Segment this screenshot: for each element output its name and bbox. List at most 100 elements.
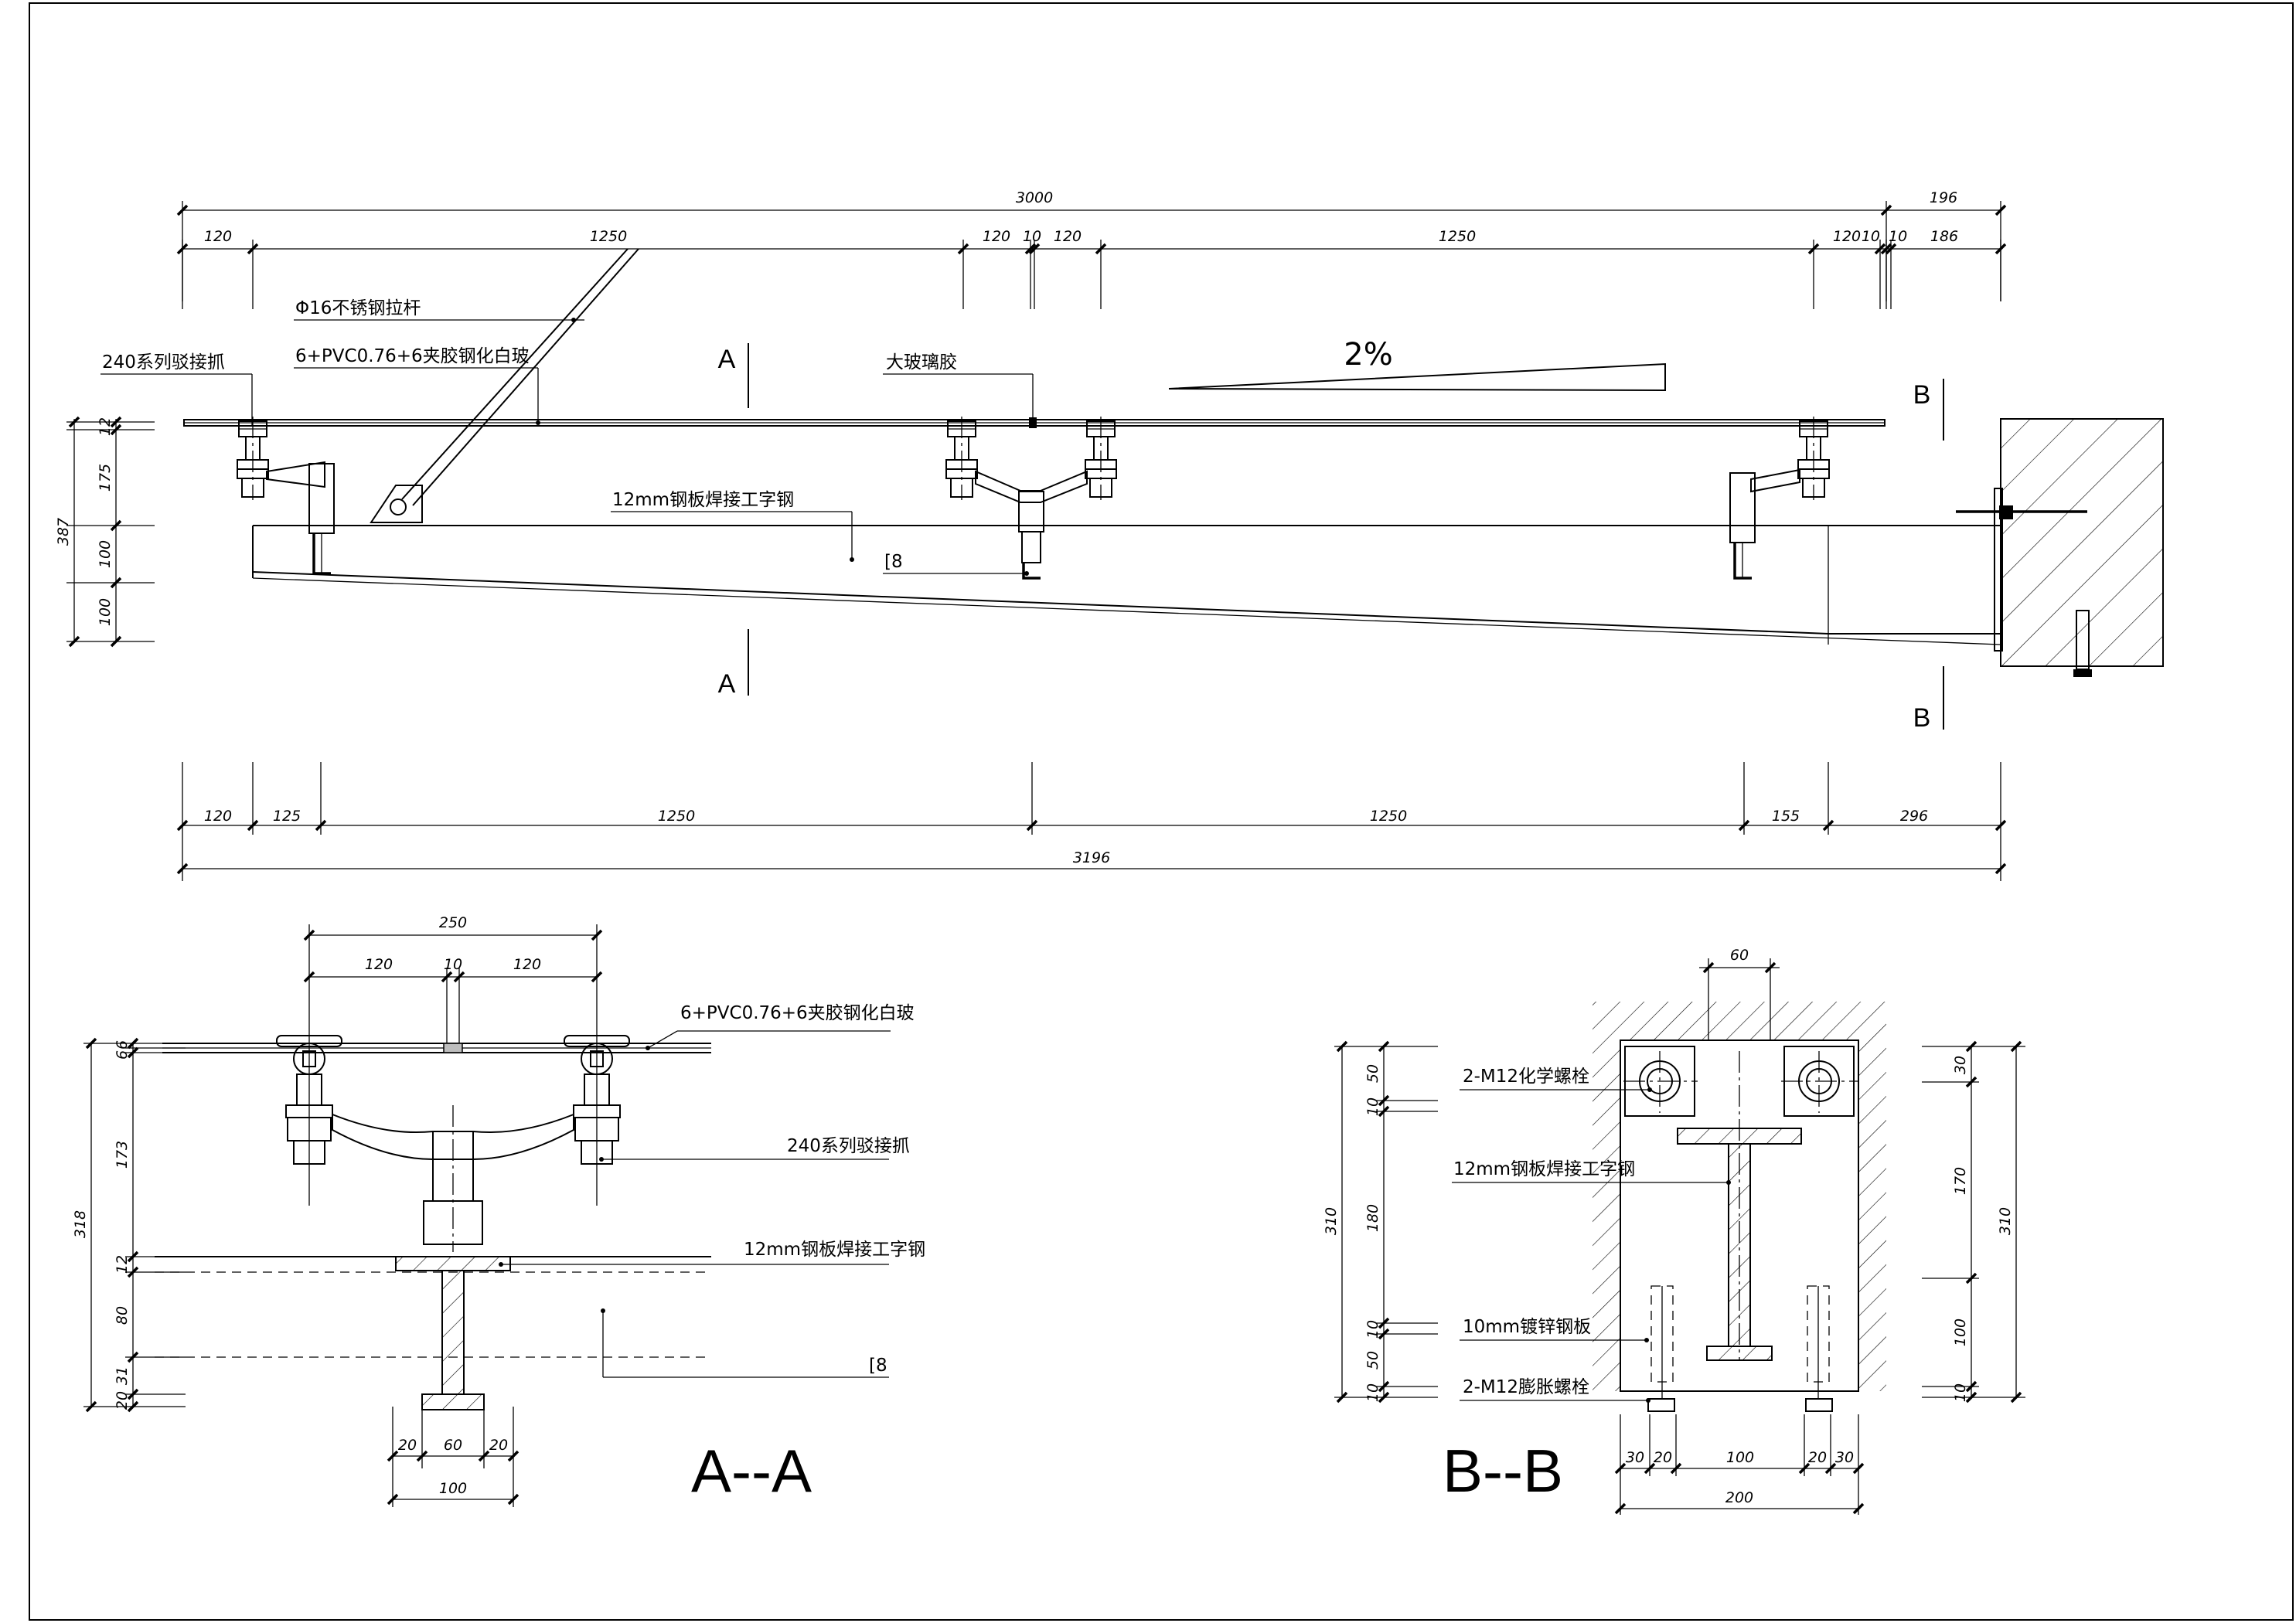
- dim-overall-top: 3000: [1016, 189, 1053, 206]
- sealant-joint: [1029, 417, 1037, 428]
- bb-chem-bolt-right: [1781, 1046, 1858, 1117]
- welded-i-beam: [252, 525, 2001, 645]
- aa-spider-right: [564, 1035, 630, 1165]
- leader-tie-rod: Φ16不锈钢拉杆: [294, 298, 584, 322]
- dim-top-seg-4: 10: [1023, 228, 1041, 245]
- aa-dim-overall: 250: [439, 914, 467, 931]
- aa-dim-bot-2: 60: [444, 1437, 462, 1454]
- svg-text:[8: [8: [884, 552, 903, 572]
- aa-leader-glass: 6+PVC0.76+6夹胶钢化白玻: [646, 1003, 915, 1050]
- bb-dim-right-10: 10: [1952, 1383, 1969, 1402]
- aa-dim-bot-1: 20: [398, 1437, 417, 1454]
- dim-left-387: 387: [55, 518, 72, 546]
- bb-dim-right-310: 310: [1997, 1207, 2014, 1235]
- section-bb: 60 30 20 100 20 30 200: [1323, 947, 2025, 1515]
- dim-top-seg-2: 1250: [590, 228, 627, 245]
- svg-text:A: A: [718, 669, 736, 699]
- dim-top-seg-1: 120: [204, 228, 232, 245]
- dim-left-100b: 100: [97, 598, 114, 626]
- dim-left-175: 175: [97, 464, 114, 492]
- aa-dim-left-80: 80: [114, 1306, 131, 1325]
- dim-top-seg-3: 120: [983, 228, 1010, 245]
- bb-dim-left-180: 180: [1364, 1204, 1381, 1232]
- dim-bot-seg-2: 125: [273, 808, 301, 825]
- aa-dim-left-173: 173: [114, 1141, 131, 1169]
- svg-text:大玻璃胶: 大玻璃胶: [886, 352, 957, 373]
- tie-rod: [370, 248, 639, 523]
- leader-glass: 6+PVC0.76+6夹胶钢化白玻: [294, 346, 540, 425]
- aa-dim-bot-3: 20: [489, 1437, 508, 1454]
- bb-dim-left-10a: 10: [1364, 1097, 1381, 1116]
- leader-sealant: 大玻璃胶: [883, 352, 1034, 420]
- svg-text:A: A: [718, 345, 736, 374]
- aa-leader-spider: 240系列驳接抓: [599, 1136, 910, 1162]
- dim-bot-seg-5: 155: [1772, 808, 1800, 825]
- bb-leader-chem-bolt: 2-M12化学螺栓: [1460, 1067, 1652, 1092]
- bb-dim-left-50b: 50: [1364, 1351, 1381, 1370]
- section-aa: 250 120 10 120: [72, 914, 925, 1507]
- dim-bot-seg-3: 1250: [658, 808, 695, 825]
- aa-dim-bot-overall: 100: [439, 1480, 467, 1497]
- dim-bot-seg-6: 296: [1900, 808, 1928, 825]
- bb-dim-left-50a: 50: [1364, 1064, 1381, 1083]
- bb-dim-top: 60: [1730, 947, 1749, 964]
- dim-top-seg-5: 120: [1054, 228, 1082, 245]
- leader-beam: 12mm钢板焊接工字钢: [611, 490, 854, 562]
- bb-dim-bot-2: 20: [1654, 1449, 1672, 1466]
- aa-spider-left: [276, 1035, 342, 1165]
- svg-text:B: B: [1913, 380, 1931, 410]
- slope-indicator: 2%: [1168, 337, 1666, 392]
- svg-text:10mm镀锌钢板: 10mm镀锌钢板: [1463, 1317, 1591, 1337]
- aa-dim-seg-3: 120: [513, 956, 541, 973]
- aa-spider-arms: [332, 1113, 574, 1160]
- dim-bot-seg-1: 120: [204, 808, 232, 825]
- bb-dim-bot-overall: 200: [1725, 1489, 1753, 1506]
- spider-fitting-3: [1729, 416, 1830, 580]
- aa-dim-left-12: 12: [114, 1255, 131, 1274]
- spider-fitting-1: [237, 416, 335, 575]
- svg-text:12mm钢板焊接工字钢: 12mm钢板焊接工字钢: [1453, 1159, 1635, 1179]
- section-mark-b: B B: [1913, 379, 1944, 733]
- section-mark-a: A A: [718, 343, 749, 699]
- bb-leader-plate: 10mm镀锌钢板: [1460, 1317, 1649, 1342]
- bb-dim-left-10c: 10: [1364, 1383, 1381, 1402]
- leader-channel: [8: [883, 552, 1029, 576]
- leader-spider: 240系列驳接抓: [100, 352, 253, 427]
- svg-text:240系列驳接抓: 240系列驳接抓: [787, 1136, 910, 1156]
- bb-leader-exp-bolt: 2-M12膨胀螺栓: [1460, 1377, 1650, 1403]
- aa-dim-left-6a: 6: [114, 1040, 131, 1050]
- dim-bot-overall: 3196: [1073, 849, 1110, 866]
- svg-text:Φ16不锈钢拉杆: Φ16不锈钢拉杆: [295, 298, 421, 318]
- svg-text:2-M12膨胀螺栓: 2-M12膨胀螺栓: [1463, 1377, 1589, 1397]
- concrete-wall: [1956, 418, 2164, 677]
- elevation-view: 3000 196: [55, 189, 2164, 881]
- aa-dim-left-31: 31: [114, 1366, 131, 1385]
- dim-bot-seg-4: 1250: [1370, 808, 1407, 825]
- dim-right-extra: 196: [1930, 189, 1957, 206]
- dim-top-seg-10: 186: [1930, 228, 1958, 245]
- svg-text:[8: [8: [869, 1356, 887, 1376]
- dim-top-seg-7: 120: [1833, 228, 1861, 245]
- svg-text:12mm钢板焊接工字钢: 12mm钢板焊接工字钢: [612, 490, 794, 510]
- dim-top-seg-8: 10: [1862, 228, 1880, 245]
- bb-i-beam: [1677, 1051, 1802, 1361]
- bb-dim-left-10b: 10: [1364, 1320, 1381, 1339]
- bb-dim-left-310: 310: [1323, 1207, 1340, 1235]
- svg-text:6+PVC0.76+6夹胶钢化白玻: 6+PVC0.76+6夹胶钢化白玻: [680, 1003, 915, 1023]
- section-aa-title: A--A: [691, 1437, 812, 1505]
- bb-exp-bolt-left: [1647, 1285, 1675, 1412]
- bb-dim-bot-1: 30: [1626, 1449, 1644, 1466]
- svg-text:2-M12化学螺栓: 2-M12化学螺栓: [1463, 1067, 1589, 1087]
- aa-dim-seg-2: 10: [444, 956, 462, 973]
- aa-dim-left-318: 318: [72, 1210, 89, 1238]
- svg-text:12mm钢板焊接工字钢: 12mm钢板焊接工字钢: [744, 1240, 925, 1260]
- dim-left-12: 12: [97, 417, 114, 436]
- bb-chem-bolt-left: [1623, 1046, 1698, 1117]
- aa-dim-left-6b: 6: [114, 1050, 131, 1060]
- aa-leader-channel: [8: [601, 1308, 889, 1378]
- dim-left-100a: 100: [97, 540, 114, 568]
- svg-text:B: B: [1913, 703, 1931, 733]
- bb-leader-beam: 12mm钢板焊接工字钢: [1452, 1159, 1731, 1185]
- svg-text:6+PVC0.76+6夹胶钢化白玻: 6+PVC0.76+6夹胶钢化白玻: [295, 346, 530, 366]
